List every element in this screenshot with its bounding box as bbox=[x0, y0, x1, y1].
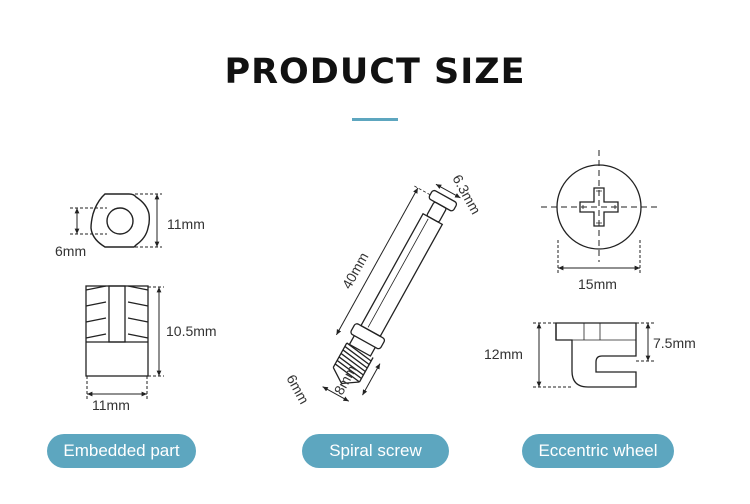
page-title: PRODUCT SIZE bbox=[224, 52, 526, 92]
screw-length-label: 40mm bbox=[339, 250, 372, 292]
embedded-diameter-label: 11mm bbox=[167, 216, 205, 232]
eccentric-height-dimension bbox=[533, 322, 572, 388]
embedded-part-label: Embedded part bbox=[47, 434, 196, 468]
eccentric-slot-label: 7.5mm bbox=[653, 335, 696, 351]
embedded-part-side-view bbox=[85, 285, 149, 377]
embedded-hole-dimension bbox=[70, 207, 107, 235]
eccentric-wheel-label: Eccentric wheel bbox=[522, 434, 674, 468]
eccentric-wheel-top-view bbox=[541, 150, 659, 262]
embedded-height-label: 10.5mm bbox=[166, 323, 217, 339]
eccentric-slot-dimension bbox=[636, 322, 654, 362]
eccentric-diameter-dimension bbox=[557, 240, 641, 275]
embedded-diameter-dimension bbox=[135, 193, 162, 248]
embedded-hole-label: 6mm bbox=[55, 243, 86, 259]
screw-thread-diameter-label: 8mm bbox=[331, 362, 360, 397]
eccentric-height-label: 12mm bbox=[484, 346, 523, 362]
eccentric-diameter-label: 15mm bbox=[578, 276, 617, 292]
embedded-height-dimension bbox=[148, 286, 164, 377]
embedded-width-dimension bbox=[86, 376, 148, 400]
screw-thread-length-label: 6mm bbox=[283, 372, 312, 407]
title-underline bbox=[352, 118, 398, 121]
embedded-part-top-view bbox=[90, 193, 151, 248]
embedded-width-label: 11mm bbox=[92, 397, 130, 413]
spiral-screw-label: Spiral screw bbox=[302, 434, 449, 468]
spiral-screw-drawing bbox=[322, 183, 461, 402]
eccentric-wheel-side-view bbox=[555, 322, 637, 388]
